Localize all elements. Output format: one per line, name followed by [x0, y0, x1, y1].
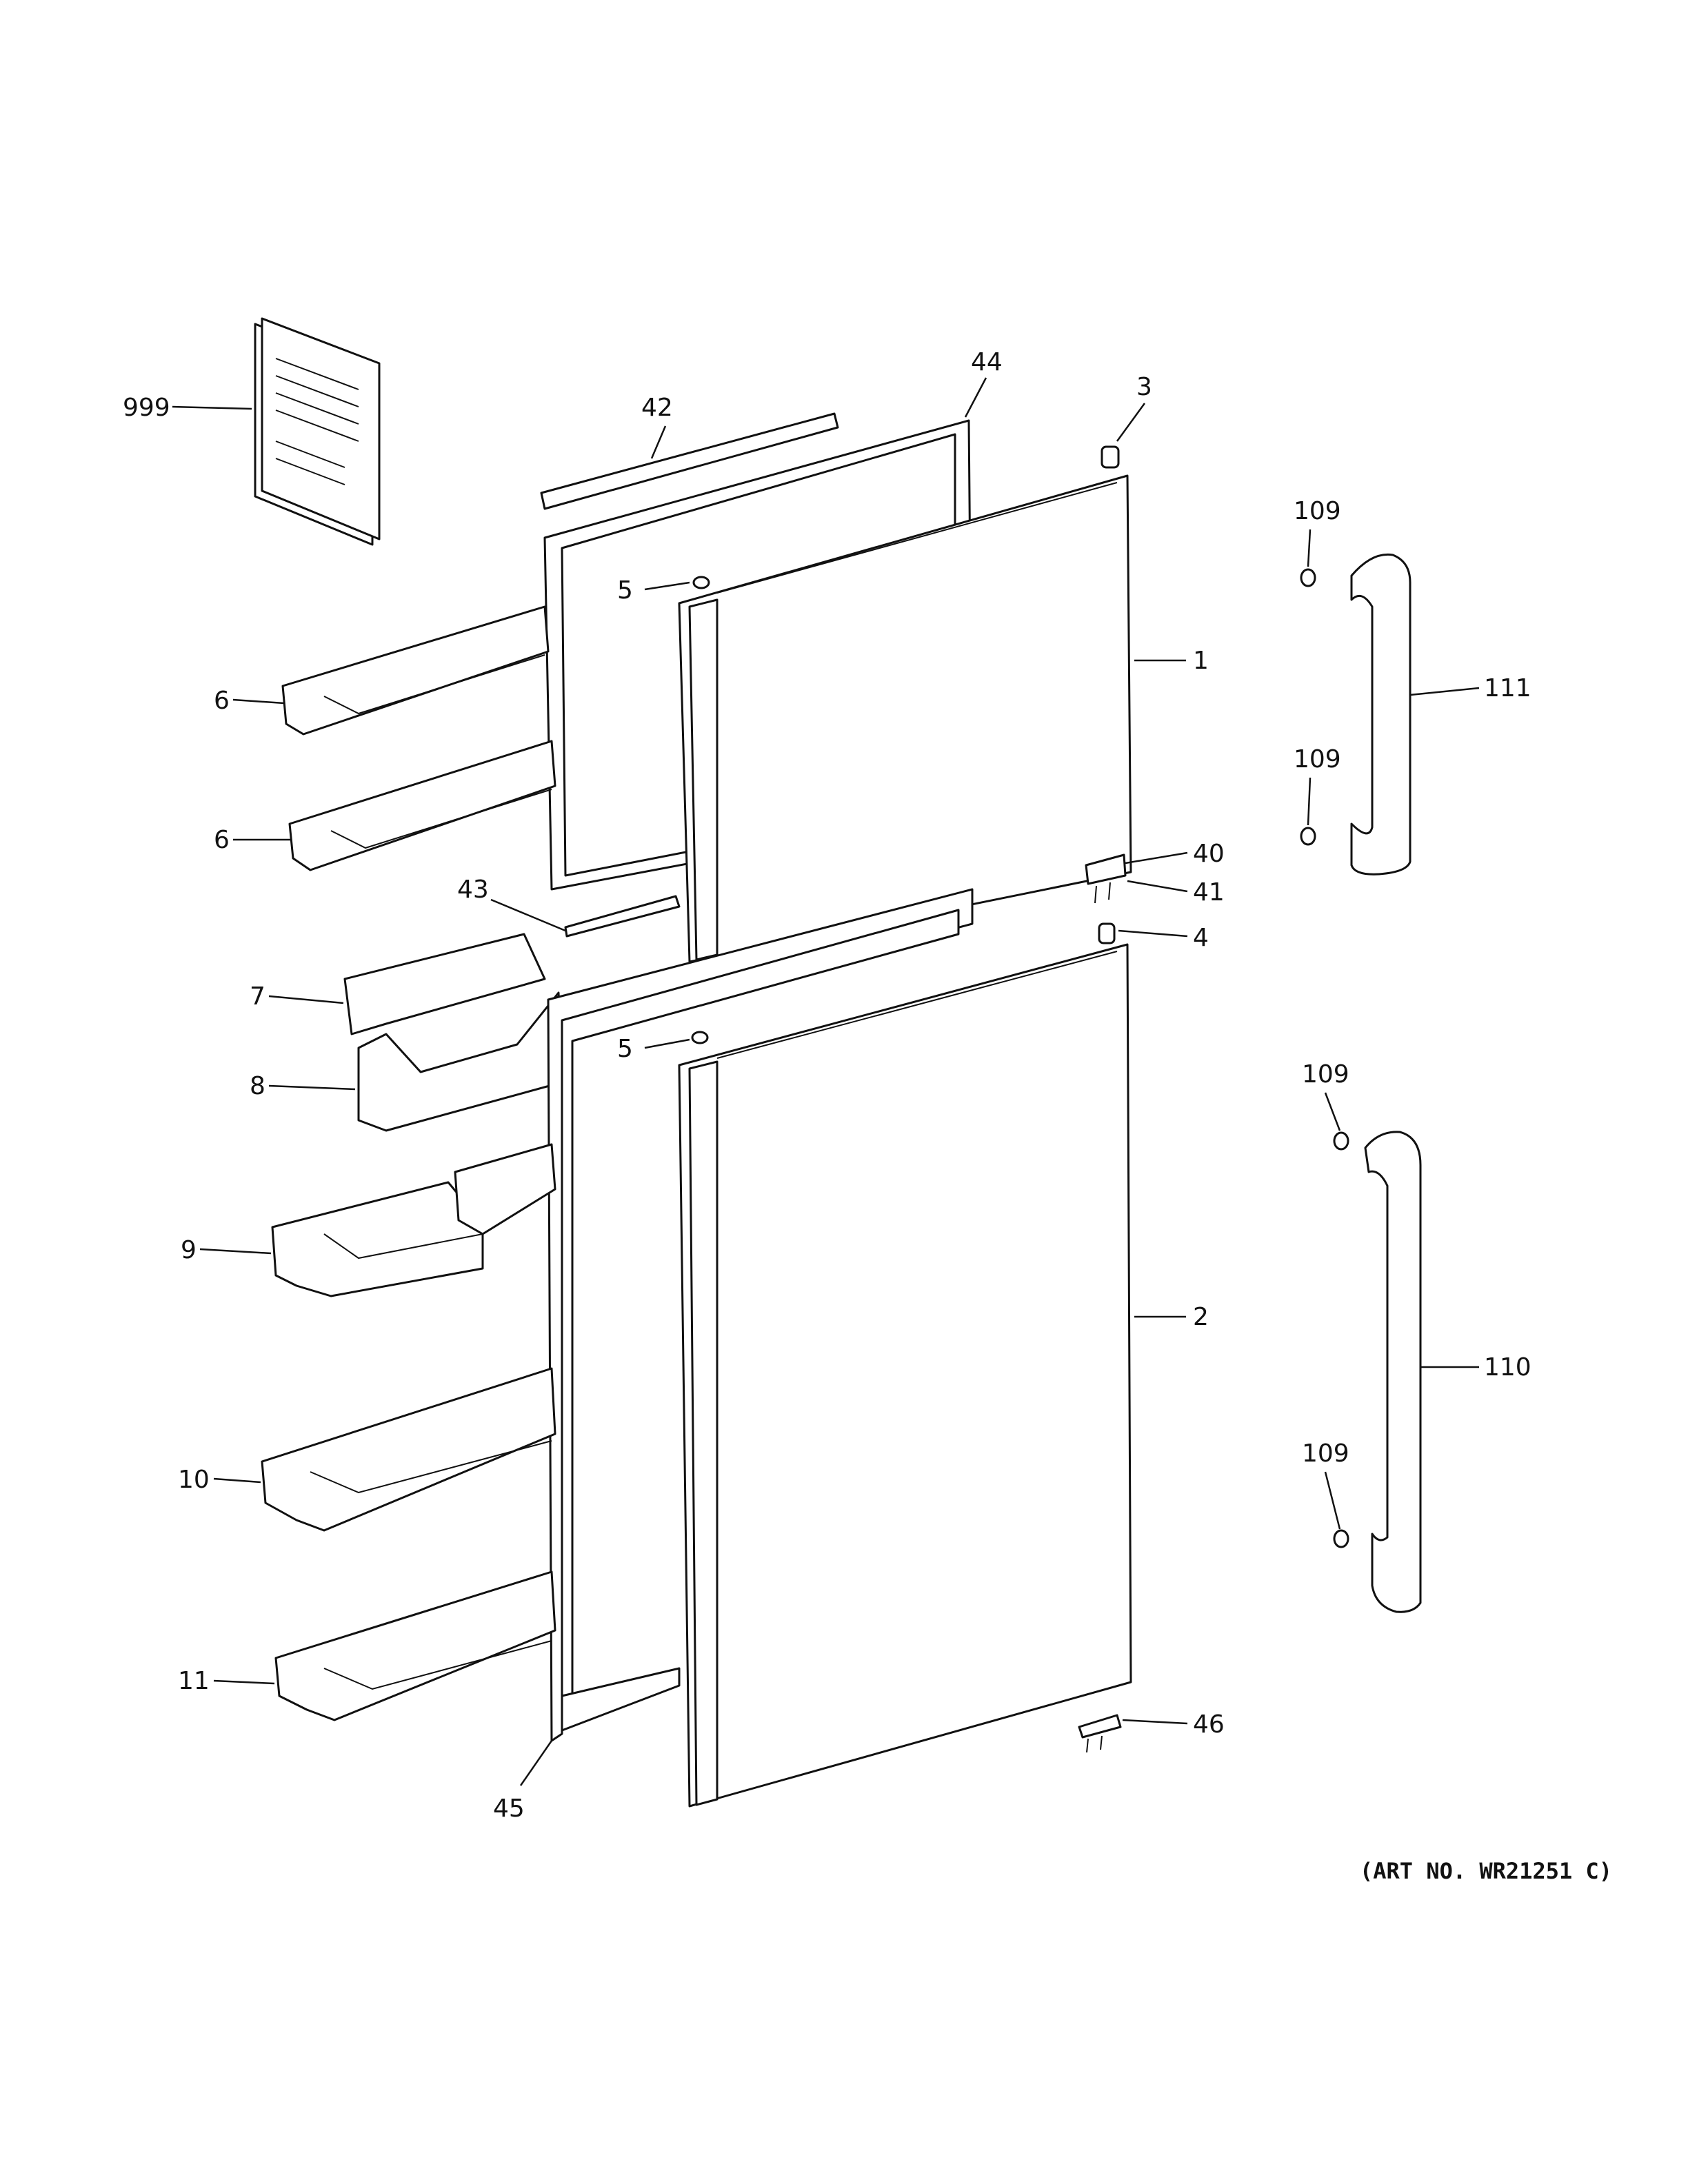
callout-45: 45: [493, 1794, 525, 1823]
callout-109-a: 109: [1294, 497, 1341, 525]
callout-11: 11: [178, 1667, 210, 1695]
lower-door-part: [678, 943, 1132, 1808]
leader-lines: [172, 377, 1480, 1786]
callout-111: 111: [1484, 674, 1531, 702]
callout-8: 8: [250, 1072, 265, 1100]
bottom-trim-part: [564, 895, 681, 938]
callout-999: 999: [123, 394, 170, 422]
callout-109-b: 109: [1294, 745, 1341, 774]
bottom-hinge-part: [1078, 1714, 1122, 1753]
plug-lower-part: [691, 1031, 709, 1044]
door-bin-small-part: [454, 1143, 556, 1235]
manual-part: [254, 317, 381, 546]
callout-1: 1: [1193, 647, 1209, 675]
freezer-shelf-upper-part: [281, 605, 550, 736]
callout-41: 41: [1193, 878, 1225, 907]
callout-40: 40: [1193, 840, 1225, 868]
callout-42: 42: [641, 394, 673, 422]
callout-3: 3: [1136, 373, 1152, 401]
door-bin-upper-part: [271, 1181, 484, 1297]
callout-44: 44: [971, 348, 1003, 376]
lower-handle-part: [1364, 1131, 1422, 1613]
callout-43: 43: [457, 876, 489, 904]
callout-109-c: 109: [1302, 1060, 1349, 1089]
callout-2: 2: [1193, 1303, 1209, 1331]
callout-5-a: 5: [617, 576, 633, 605]
upper-handle-part: [1350, 553, 1411, 876]
callout-6-a: 6: [214, 687, 230, 715]
freezer-shelf-lower-part: [288, 740, 556, 871]
callout-4: 4: [1193, 924, 1209, 952]
upper-door-part: [678, 474, 1132, 963]
top-trim-part: [540, 412, 839, 510]
door-shelf-11-part: [274, 1570, 556, 1721]
callout-110: 110: [1484, 1353, 1531, 1382]
dairy-bin-part: [357, 991, 563, 1132]
callout-109-d: 109: [1302, 1439, 1349, 1468]
handle-screw-d-part: [1333, 1529, 1349, 1548]
art-number: (ART NO. WR21251 C): [1360, 1858, 1612, 1884]
hinge-screws-part: [1094, 882, 1111, 904]
plug-upper-part: [692, 576, 710, 589]
callout-46: 46: [1193, 1710, 1225, 1739]
callout-5-b: 5: [617, 1035, 633, 1063]
door-shelf-10-part: [261, 1367, 556, 1532]
callout-6-b: 6: [214, 826, 230, 854]
handle-screw-c-part: [1333, 1131, 1349, 1151]
handle-screw-b-part: [1300, 827, 1316, 846]
dairy-cover-part: [343, 933, 546, 1035]
handle-screw-a-part: [1300, 568, 1316, 587]
callout-10: 10: [178, 1466, 210, 1494]
callout-9: 9: [181, 1236, 197, 1264]
center-hinge-part: [1085, 853, 1127, 885]
callout-7: 7: [250, 982, 265, 1011]
hinge-pin-part: [1101, 445, 1120, 469]
lower-hinge-pin-part: [1098, 922, 1116, 944]
